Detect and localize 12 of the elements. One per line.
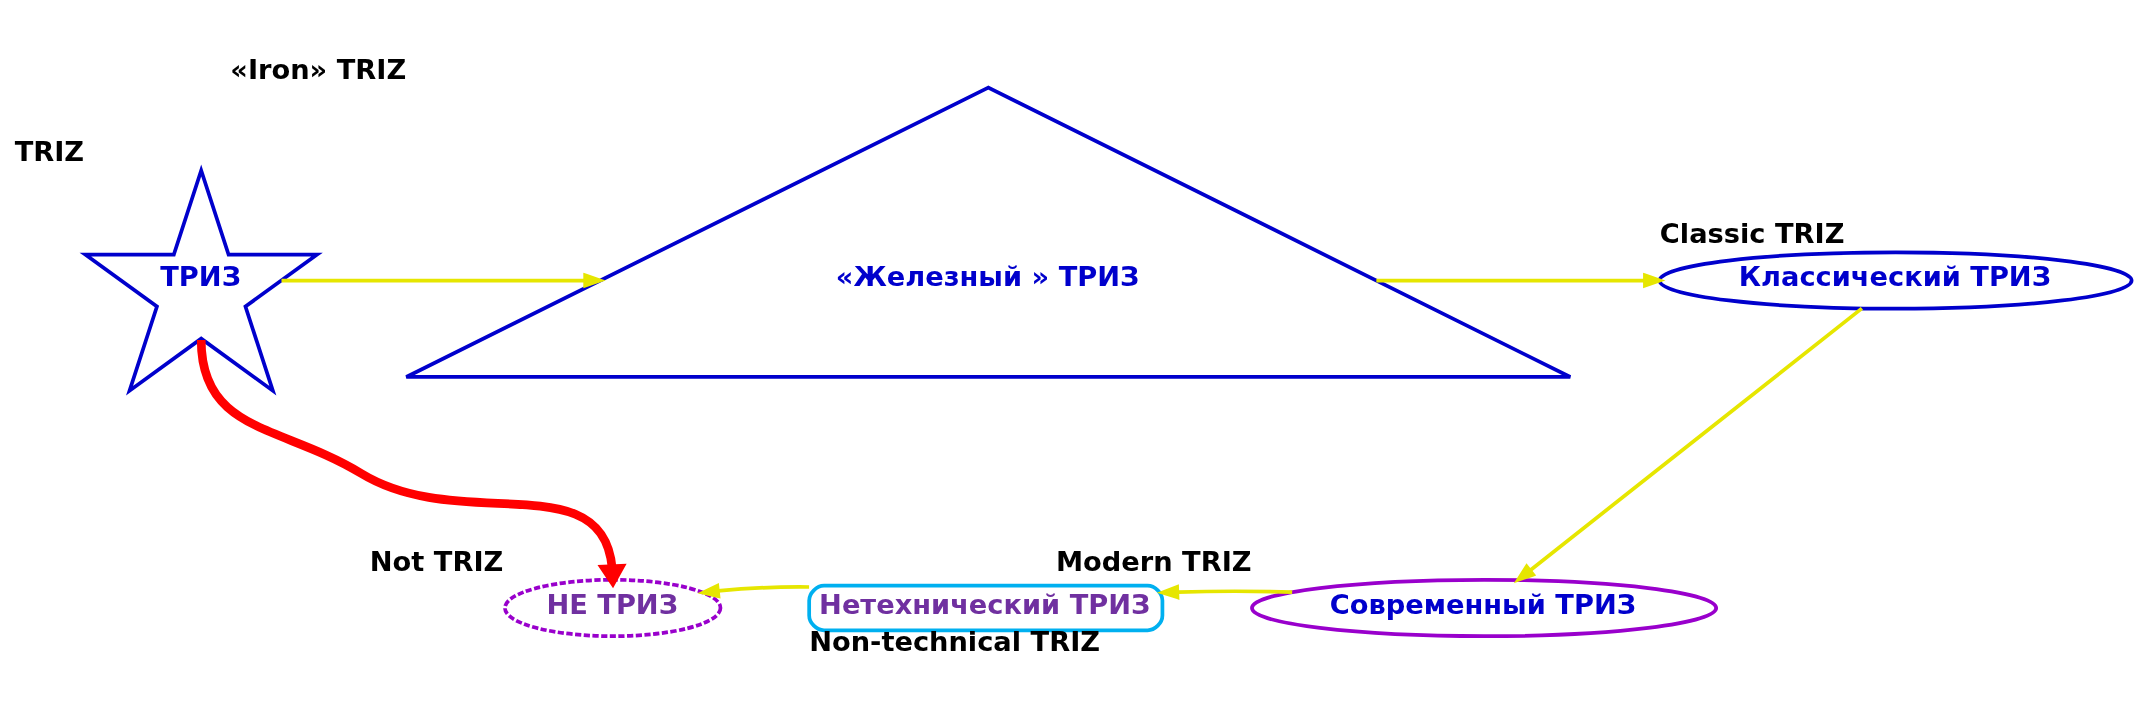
node-label: Not TRIZ — [369, 545, 504, 577]
arrow — [281, 272, 606, 288]
node-label: Classic TRIZ — [1659, 217, 1845, 249]
node-label: Modern TRIZ — [1055, 545, 1252, 577]
arrow — [1376, 272, 1666, 288]
arrow — [697, 582, 810, 599]
arrow — [1156, 583, 1293, 600]
node-box: Нетехнический ТРИЗ — [807, 583, 1165, 632]
arrow — [1513, 306, 1864, 583]
node-ellipse: Современный ТРИЗ — [1250, 577, 1719, 638]
node-ellipse: Классический ТРИЗ — [1657, 249, 2134, 311]
node-label: «Iron» TRIZ — [230, 53, 407, 85]
